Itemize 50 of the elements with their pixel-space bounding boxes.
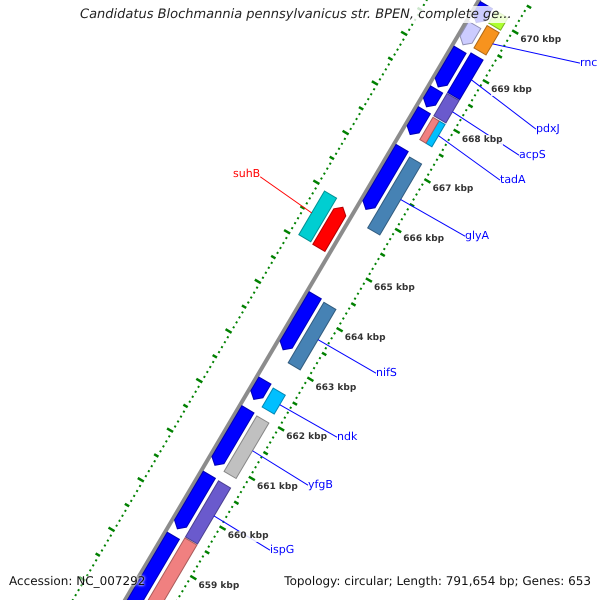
leader-line xyxy=(470,79,536,130)
gene-label: nifS xyxy=(376,366,397,379)
scale-label: 667 kbp xyxy=(432,184,474,196)
gene-label: yfgB xyxy=(308,478,333,491)
gene-block xyxy=(312,206,346,252)
gene-bar xyxy=(288,302,337,371)
leader-line xyxy=(438,135,500,181)
gene-label: tadA xyxy=(500,173,526,186)
gene-block xyxy=(460,20,482,46)
leader-line xyxy=(400,199,466,237)
gene-bar xyxy=(433,92,460,124)
genome-info: Topology: circular; Length: 791,654 bp; Genes: 653 xyxy=(283,573,592,589)
gene-block xyxy=(174,470,216,530)
gene-label: rnc xyxy=(580,56,598,69)
scale-label: 670 kbp xyxy=(520,35,562,46)
scale-label: 662 kbp xyxy=(286,432,328,444)
gene-bar xyxy=(446,52,484,100)
gene-block xyxy=(280,291,322,350)
scale-label: 669 kbp xyxy=(491,84,532,96)
scale-label: 661 kbp xyxy=(257,482,298,493)
leader-line xyxy=(492,43,580,64)
scale-label: 668 kbp xyxy=(462,134,503,146)
gene-block xyxy=(434,46,467,88)
scale-label: 660 kbp xyxy=(228,531,269,542)
leader-line xyxy=(318,339,376,374)
gene-block xyxy=(362,144,409,210)
gene-block xyxy=(250,376,272,400)
gene-label: ispG xyxy=(270,543,294,556)
gene-bar xyxy=(298,190,338,242)
gene-label: suhB xyxy=(233,167,260,180)
scale-label: 663 kbp xyxy=(316,382,356,394)
gene-block xyxy=(211,405,255,466)
gene-label: ndk xyxy=(337,430,358,443)
leader-line xyxy=(252,450,308,486)
scale-label: 664 kbp xyxy=(344,332,386,344)
gene-bar xyxy=(223,415,270,480)
gene-block xyxy=(406,106,432,136)
gene-label: glyA xyxy=(465,229,490,242)
gene-label: acpS xyxy=(519,148,546,161)
gene-block xyxy=(422,85,444,108)
gene-bar xyxy=(473,24,500,56)
scale-label: 659 kbp xyxy=(198,580,240,592)
gene-bar xyxy=(419,116,440,144)
leader-line xyxy=(260,176,312,214)
scale-label: 665 kbp xyxy=(374,283,415,294)
gene-label: pdxJ xyxy=(536,122,560,135)
scale-label: 666 kbp xyxy=(403,234,444,245)
gene-bar xyxy=(261,387,286,415)
gene-bar xyxy=(367,156,422,236)
leader-line xyxy=(279,404,338,438)
